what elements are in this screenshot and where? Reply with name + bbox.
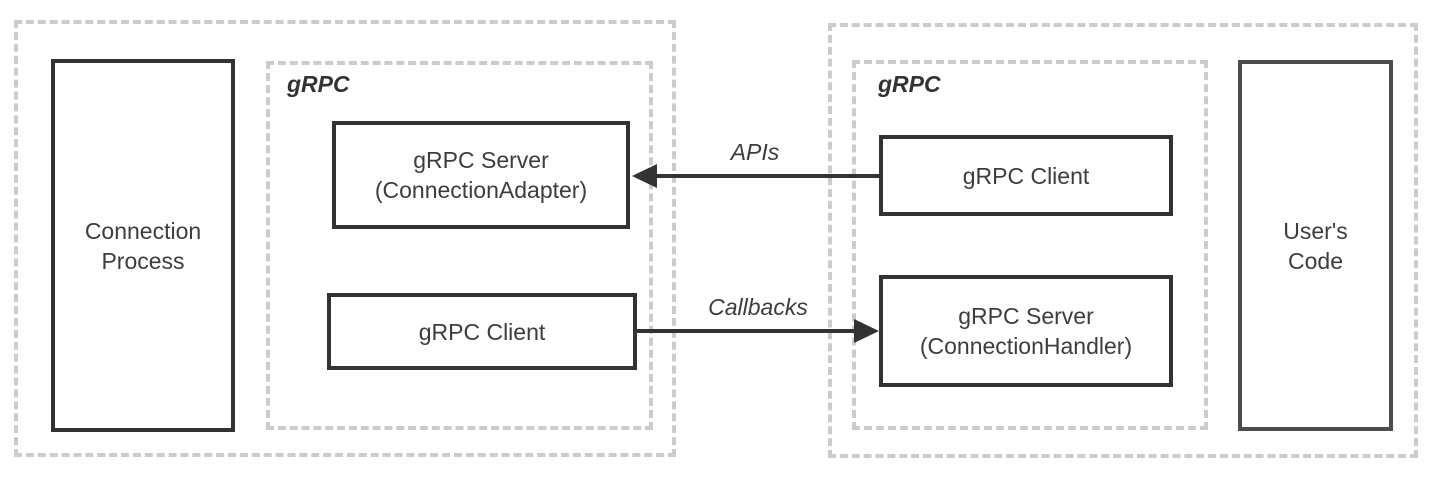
right-grpc-client-box: gRPC Client	[879, 135, 1173, 216]
users-code-box: User's Code	[1238, 60, 1393, 431]
callbacks-arrow-label: Callbacks	[708, 294, 808, 320]
apis-arrowhead-icon	[632, 164, 657, 188]
connection-process-box: Connection Process	[51, 59, 235, 432]
grpc-server-handler-title: gRPC Server	[958, 303, 1094, 329]
apis-arrow-label: APIs	[730, 139, 780, 165]
users-code-label: User's Code	[1283, 217, 1348, 274]
right-process-dashed-container	[828, 23, 1418, 458]
apis-arrow-line	[652, 174, 879, 178]
callbacks-arrow-line	[637, 329, 857, 333]
grpc-server-connection-adapter-box: gRPC Server (ConnectionAdapter)	[332, 121, 630, 229]
right-grpc-container-label: gRPC	[878, 71, 941, 97]
left-grpc-client-box: gRPC Client	[327, 293, 637, 370]
grpc-server-handler-subtitle: (ConnectionHandler)	[919, 333, 1133, 359]
left-process-dashed-container	[14, 20, 676, 457]
left-grpc-dashed-container	[266, 61, 653, 430]
grpc-server-adapter-title: gRPC Server	[413, 147, 549, 173]
left-grpc-container-label: gRPC	[287, 71, 350, 97]
right-grpc-client-label: gRPC Client	[962, 162, 1090, 189]
left-grpc-client-label: gRPC Client	[418, 318, 546, 345]
grpc-server-connection-handler-box: gRPC Server (ConnectionHandler)	[879, 275, 1173, 387]
connection-process-label: Connection Process	[84, 217, 202, 274]
grpc-server-adapter-subtitle: (ConnectionAdapter)	[374, 177, 588, 203]
callbacks-arrowhead-icon	[854, 319, 879, 343]
right-grpc-dashed-container	[852, 60, 1208, 430]
